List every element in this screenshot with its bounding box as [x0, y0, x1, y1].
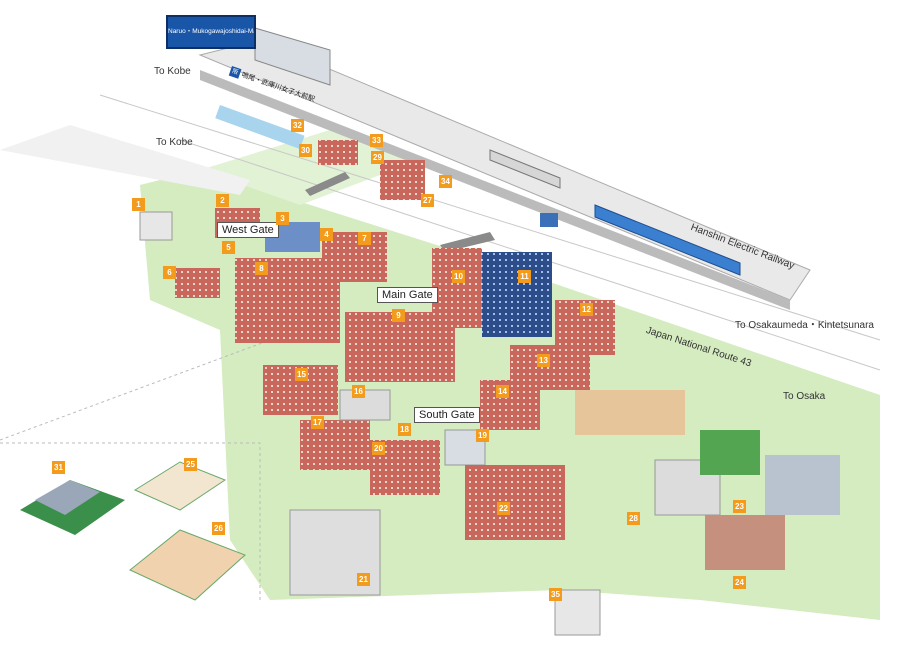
building-marker-31[interactable]: 31	[52, 461, 65, 474]
building-marker-5[interactable]: 5	[222, 241, 235, 254]
building-marker-35[interactable]: 35	[549, 588, 562, 601]
building-marker-24[interactable]: 24	[733, 576, 746, 589]
building-marker-22[interactable]: 22	[497, 502, 510, 515]
building-marker-13[interactable]: 13	[537, 354, 550, 367]
west-gate-label[interactable]: West Gate	[217, 222, 279, 238]
building-marker-23[interactable]: 23	[733, 500, 746, 513]
building-marker-18[interactable]: 18	[398, 423, 411, 436]
building-marker-14[interactable]: 14	[496, 385, 509, 398]
building-marker-10[interactable]: 10	[452, 270, 465, 283]
building-marker-29[interactable]: 29	[371, 151, 384, 164]
south-gate-label[interactable]: South Gate	[414, 407, 480, 423]
building-marker-1[interactable]: 1	[132, 198, 145, 211]
building-marker-19[interactable]: 19	[476, 429, 489, 442]
label-to-osakaumeda: To Osakaumeda・Kintetsunara	[735, 320, 874, 331]
building-marker-30[interactable]: 30	[299, 144, 312, 157]
building-marker-7[interactable]: 7	[358, 232, 371, 245]
building-marker-8[interactable]: 8	[255, 262, 268, 275]
building-marker-33[interactable]: 33	[370, 134, 383, 147]
building-marker-32[interactable]: 32	[291, 119, 304, 132]
station-name-sign: Naruo・Mukogawajoshidai-Mae	[166, 15, 256, 49]
building-marker-12[interactable]: 12	[580, 303, 593, 316]
building-marker-6[interactable]: 6	[163, 266, 176, 279]
building-marker-25[interactable]: 25	[184, 458, 197, 471]
building-marker-21[interactable]: 21	[357, 573, 370, 586]
building-marker-9[interactable]: 9	[392, 309, 405, 322]
satellite-facilities	[20, 461, 246, 601]
trains	[489, 149, 741, 276]
building-marker-20[interactable]: 20	[372, 442, 385, 455]
label-to-kobe-rail: To Kobe	[154, 66, 191, 77]
building-marker-4[interactable]: 4	[320, 228, 333, 241]
building-marker-26[interactable]: 26	[212, 522, 225, 535]
building-marker-15[interactable]: 15	[295, 368, 308, 381]
building-marker-3[interactable]: 3	[276, 212, 289, 225]
building-marker-17[interactable]: 17	[311, 416, 324, 429]
main-gate-label[interactable]: Main Gate	[377, 287, 438, 303]
building-marker-28[interactable]: 28	[627, 512, 640, 525]
building-marker-27[interactable]: 27	[421, 194, 434, 207]
building-marker-16[interactable]: 16	[352, 385, 365, 398]
pedestrian-bridges	[305, 172, 495, 252]
label-to-kobe-road: To Kobe	[156, 137, 193, 148]
label-to-osaka: To Osaka	[783, 391, 826, 402]
building-marker-2[interactable]: 2	[216, 194, 229, 207]
building-marker-34[interactable]: 34	[439, 175, 452, 188]
building-marker-11[interactable]: 11	[518, 270, 531, 283]
hanshin-logo-icon: 阪	[228, 66, 242, 79]
